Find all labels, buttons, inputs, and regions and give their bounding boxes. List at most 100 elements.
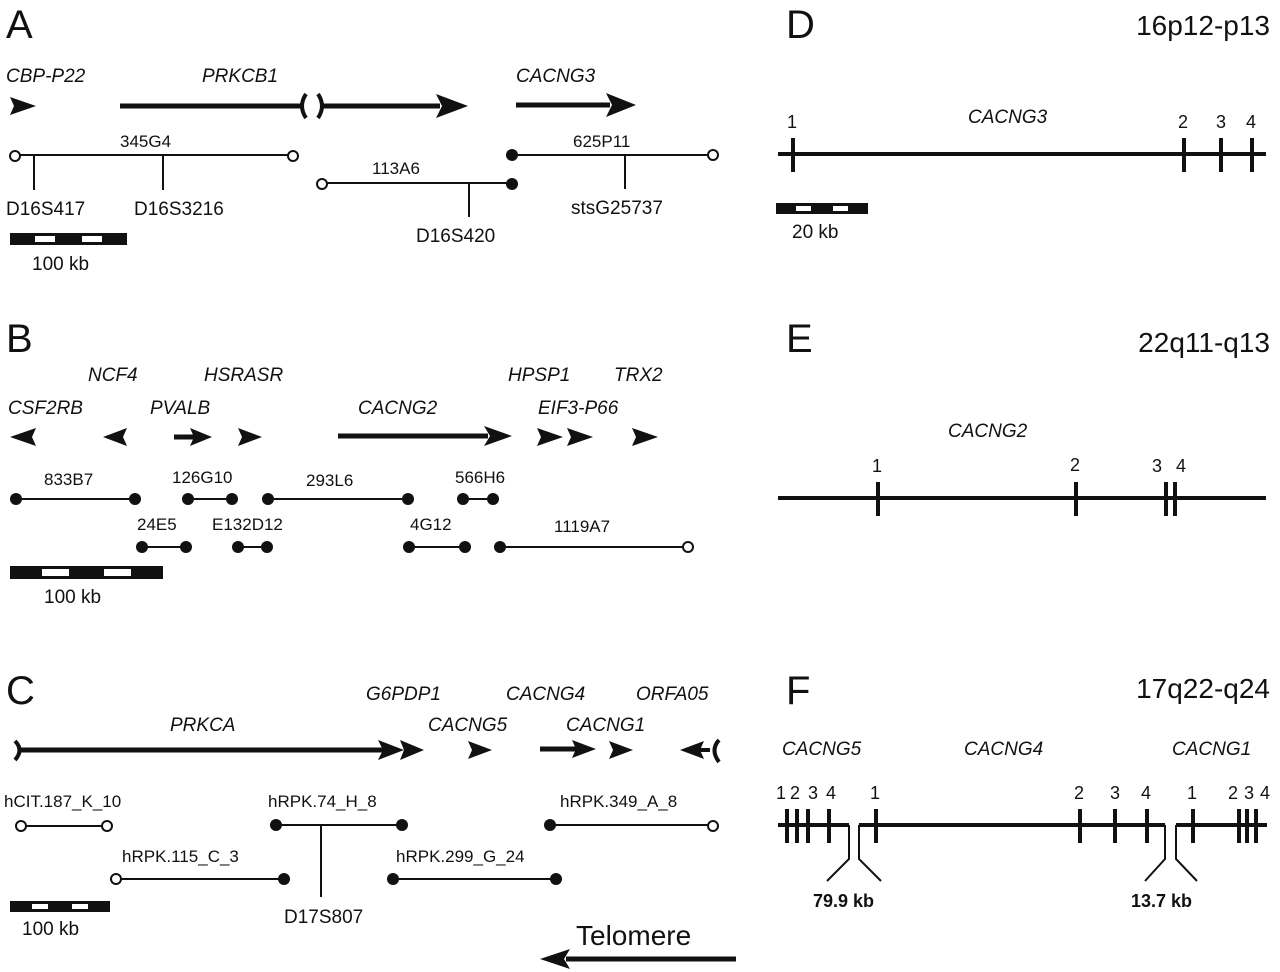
clone-hrpk-299-g-24: [387, 873, 562, 885]
clone-label-hrpk-115-c-3: hRPK.115_C_3: [122, 847, 239, 866]
clone-hcit-187-k-10: [15, 820, 113, 832]
exon-number: 1: [776, 783, 786, 803]
marker-label-stsg25737: stsG25737: [571, 198, 663, 219]
clone-label-566h6: 566H6: [455, 468, 505, 487]
clone-1119a7: [494, 541, 694, 553]
gene-label-cacng4: CACNG4: [506, 684, 585, 705]
locus-label: 16p12-p13: [1136, 10, 1270, 41]
scale-bar-a: [10, 233, 127, 245]
gene-label-cacng3: CACNG3: [516, 66, 596, 87]
clone-label-625p11: 625P11: [573, 132, 630, 151]
gene-arrow-ncf4: [103, 428, 127, 446]
exon-number: 3: [808, 783, 818, 803]
panel-b: B NCF4 HSRASR HPSP1 TRX2 CSF2RB PVALB CA…: [6, 317, 694, 608]
clone-label-1119a7: 1119A7: [554, 517, 610, 536]
scale-bar-c: [10, 901, 110, 912]
clone-label-hrpk-74-h-8: hRPK.74_H_8: [268, 792, 377, 811]
gene-label-cacng5: CACNG5: [428, 715, 508, 736]
exon-number: 4: [1246, 112, 1256, 132]
exon-number: 2: [1228, 783, 1238, 803]
clone-345g4: [9, 150, 299, 190]
clone-label-hrpk-349-a-8: hRPK.349_A_8: [560, 792, 677, 811]
clone-e132d12: [232, 541, 273, 553]
gene-arrow-g6pdp1: [400, 740, 424, 760]
scale-bar-b: [10, 566, 163, 579]
exon-number: 4: [1260, 783, 1270, 803]
clone-4g12: [403, 541, 471, 553]
clone-113a6: [316, 178, 518, 217]
clone-label-hrpk-299-g-24: hRPK.299_G_24: [396, 847, 525, 866]
exon-number: 2: [790, 783, 800, 803]
clone-label-293l6: 293L6: [306, 471, 353, 490]
panel-letter: B: [6, 317, 33, 361]
exon-number: 3: [1216, 112, 1226, 132]
exon-number: 4: [1141, 783, 1151, 803]
gap-label-13-7-kb: 13.7 kb: [1131, 891, 1192, 911]
exon-number: 4: [1176, 456, 1186, 476]
clone-label-833b7: 833B7: [44, 470, 93, 489]
panel-letter: A: [6, 3, 33, 47]
gene-arrow-eif3-p66: [567, 428, 593, 446]
gene-arrow-hpsp1: [537, 428, 563, 446]
exon-number: 3: [1110, 783, 1120, 803]
gap-label-79-9-kb: 79.9 kb: [813, 891, 874, 911]
telomere-label: Telomere: [576, 920, 691, 951]
locus-label: 22q11-q13: [1138, 327, 1270, 358]
clone-126g10: [182, 493, 238, 505]
gene-label-cacng5: CACNG5: [782, 739, 862, 760]
gene-label-cacng2: CACNG2: [358, 398, 438, 419]
clone-label-hcit-187-k-10: hCIT.187_K_10: [4, 792, 121, 811]
gene-label-orfa05: ORFA05: [636, 684, 709, 705]
gene-label-cacng1: CACNG1: [1172, 739, 1251, 760]
clone-label-126g10: 126G10: [172, 468, 233, 487]
gene-arrow-prkca: [13, 739, 404, 762]
panel-a: A CBP-P22 PRKCB1 CACNG3 345G4 D16S417 D1…: [6, 3, 719, 275]
scale-label-c: 100 kb: [22, 919, 79, 940]
exon-number: 1: [872, 456, 882, 476]
marker-label-d16s3216: D16S3216: [134, 199, 224, 220]
panel-f: F 17q22-q24 CACNG5 CACNG4 CACNG1: [776, 669, 1270, 911]
gene-structure-cluster: [778, 809, 1267, 882]
panel-letter: D: [786, 3, 815, 47]
clone-24e5: [136, 541, 192, 553]
gene-arrow-prkcb1: [120, 92, 468, 120]
gene-label-prkca: PRKCA: [170, 715, 235, 736]
panel-letter: C: [6, 669, 35, 713]
exon-number: 3: [1244, 783, 1254, 803]
gene-label-g6pdp1: G6PDP1: [366, 684, 441, 705]
locus-label: 17q22-q24: [1136, 673, 1270, 704]
gene-arrow-cacng1: [609, 741, 633, 759]
marker-label-d17s807: D17S807: [284, 907, 363, 928]
gene-label-pvalb: PVALB: [150, 398, 211, 419]
gene-structure-cacng2: [778, 482, 1266, 516]
scale-label-b: 100 kb: [44, 587, 101, 608]
gene-label-csf2rb: CSF2RB: [8, 398, 83, 419]
scale-bar-d: [776, 203, 868, 214]
clone-293l6: [262, 493, 414, 505]
clone-label-24e5: 24E5: [137, 515, 177, 534]
exon-number: 1: [787, 112, 797, 132]
exon-number: 2: [1070, 455, 1080, 475]
exon-number: 1: [1187, 783, 1197, 803]
exon-number: 2: [1074, 783, 1084, 803]
clone-833b7: [10, 493, 141, 505]
gene-label-hpsp1: HPSP1: [508, 365, 570, 386]
clone-label-345g4: 345G4: [120, 132, 171, 151]
clone-label-e132d12: E132D12: [212, 515, 283, 534]
gene-arrow-trx2: [632, 428, 658, 446]
scale-label-d: 20 kb: [792, 222, 838, 243]
gene-label-cacng4: CACNG4: [964, 739, 1043, 760]
gene-label-trx2: TRX2: [614, 365, 663, 386]
gene-label-cbp-p22: CBP-P22: [6, 66, 86, 87]
panel-c: C G6PDP1 CACNG4 ORFA05 PRKCA CACNG5 CACN…: [4, 669, 736, 969]
gene-label-hsrasr: HSRASR: [204, 365, 283, 386]
panel-letter: F: [786, 669, 810, 713]
clone-hrpk-74-h-8: [270, 819, 408, 897]
scale-label-a: 100 kb: [32, 254, 89, 275]
gene-arrow-cacng3: [516, 93, 636, 117]
gene-arrow-cacng5: [468, 741, 492, 759]
exon-number: 3: [1152, 456, 1162, 476]
gene-arrow-cacng4: [540, 740, 596, 758]
marker-label-d16s420: D16S420: [416, 226, 495, 247]
